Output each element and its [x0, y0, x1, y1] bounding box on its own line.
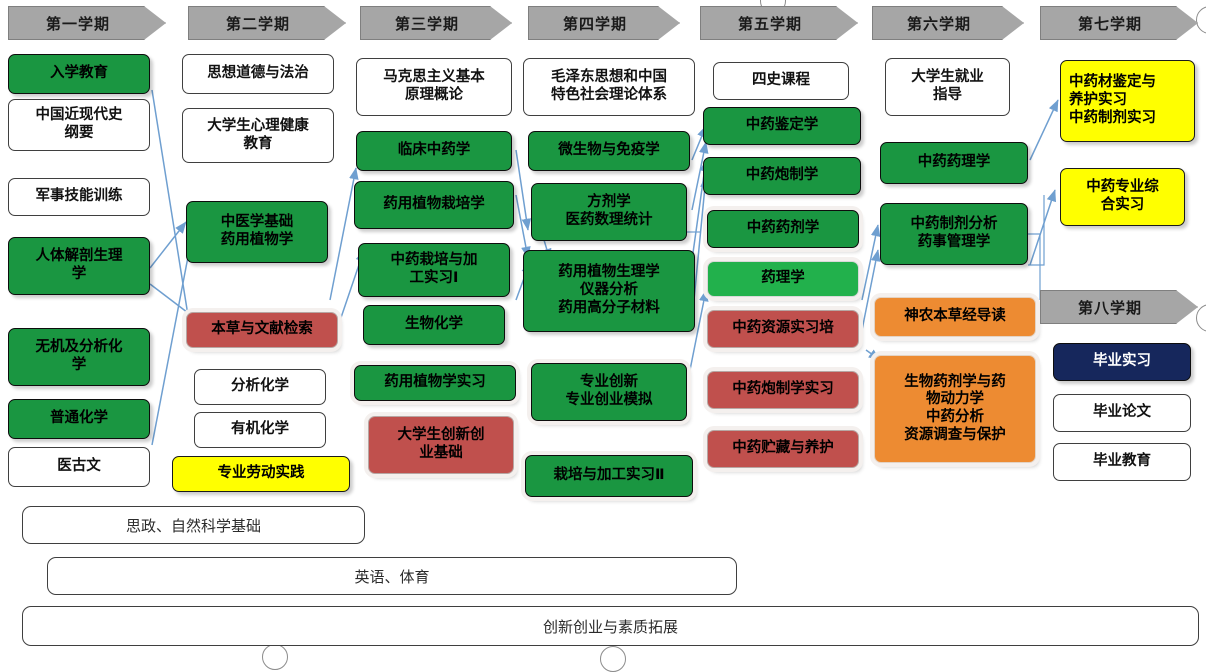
course-box[interactable]: 方剂学 医药数理统计	[531, 183, 687, 241]
course-box[interactable]: 药用植物学实习	[354, 365, 516, 401]
bottom-bar-label: 英语、体育	[354, 567, 430, 586]
decorative-arc-top-right	[1196, 6, 1206, 34]
course-box[interactable]: 中药药剂学	[707, 210, 859, 248]
bottom-bar[interactable]: 创新创业与素质拓展	[22, 606, 1199, 646]
course-box[interactable]: 生物药剂学与药 物动力学 中药分析 资源调查与保护	[874, 355, 1036, 463]
bottom-bar-label: 创新创业与素质拓展	[542, 617, 678, 636]
course-box[interactable]: 药理学	[707, 261, 859, 297]
semester-header-1: 第一学期	[8, 6, 166, 40]
course-box[interactable]: 军事技能训练	[8, 178, 150, 216]
course-box[interactable]: 中药贮藏与养护	[707, 430, 859, 468]
semester-header-4: 第四学期	[528, 6, 680, 40]
semester-header-6: 第六学期	[872, 6, 1024, 40]
course-box[interactable]: 神农本草经导读	[874, 297, 1036, 337]
course-box[interactable]: 四史课程	[713, 62, 849, 100]
course-box[interactable]: 思想道德与法治	[182, 54, 334, 94]
course-box[interactable]: 中药炮制学	[703, 157, 861, 195]
course-box[interactable]: 大学生心理健康 教育	[182, 108, 334, 163]
course-box[interactable]: 中药资源实习培	[707, 310, 859, 348]
course-box[interactable]: 微生物与免疫学	[528, 131, 690, 171]
semester-header-2: 第二学期	[188, 6, 346, 40]
decorative-arc-bottom-right	[600, 646, 626, 672]
course-box[interactable]: 无机及分析化 学	[8, 328, 150, 386]
semester-header-7: 第七学期	[1040, 6, 1198, 40]
course-box[interactable]: 医古文	[8, 447, 150, 487]
course-box[interactable]: 专业创新 专业创业模拟	[531, 363, 687, 421]
course-box[interactable]: 中药栽培与加 工实习Ⅰ	[358, 243, 510, 297]
decorative-arc-bottom-center	[262, 644, 288, 670]
semester-header-8: 第八学期	[1040, 290, 1198, 324]
course-box[interactable]: 药用植物栽培学	[354, 181, 514, 229]
course-box[interactable]: 临床中药学	[356, 131, 512, 171]
course-box[interactable]: 大学生就业 指导	[885, 58, 1010, 116]
course-box[interactable]: 中药制剂分析 药事管理学	[880, 203, 1028, 265]
course-box[interactable]: 中药药理学	[880, 142, 1028, 184]
course-box[interactable]: 药用植物生理学 仪器分析 药用高分子材料	[523, 250, 695, 332]
course-box[interactable]: 专业劳动实践	[172, 456, 350, 492]
course-box[interactable]: 毕业教育	[1053, 443, 1191, 481]
course-box[interactable]: 中药材鉴定与 养护实习 中药制剂实习	[1060, 60, 1195, 142]
course-box[interactable]: 中国近现代史 纲要	[8, 99, 150, 151]
course-box[interactable]: 大学生创新创 业基础	[368, 416, 514, 474]
course-box[interactable]: 生物化学	[363, 305, 505, 345]
course-box[interactable]: 中药专业综 合实习	[1060, 168, 1185, 226]
bottom-bar[interactable]: 英语、体育	[47, 557, 737, 595]
course-box[interactable]: 中药鉴定学	[703, 107, 861, 145]
bottom-bar[interactable]: 思政、自然科学基础	[22, 506, 365, 544]
course-box[interactable]: 普通化学	[8, 399, 150, 439]
course-box[interactable]: 入学教育	[8, 54, 150, 94]
semester-header-3: 第三学期	[360, 6, 512, 40]
course-box[interactable]: 毛泽东思想和中国 特色社会理论体系	[523, 58, 695, 116]
course-box[interactable]: 分析化学	[194, 369, 326, 405]
course-box[interactable]: 马克思主义基本 原理概论	[356, 58, 512, 116]
course-box[interactable]: 人体解剖生理 学	[8, 237, 150, 295]
course-box[interactable]: 中医学基础 药用植物学	[186, 201, 328, 263]
course-box[interactable]: 中药炮制学实习	[707, 371, 859, 409]
curriculum-flowchart: 第一学期 第二学期 第三学期 第四学期 第五学期 第六学期 第七学期 第八学期 …	[8, 0, 1206, 672]
course-box[interactable]: 栽培与加工实习Ⅱ	[525, 455, 693, 497]
bottom-bar-label: 思政、自然科学基础	[125, 516, 261, 535]
semester-header-5: 第五学期	[700, 6, 858, 40]
course-box[interactable]: 本草与文献检索	[186, 312, 338, 348]
course-box[interactable]: 毕业论文	[1053, 394, 1191, 432]
course-box[interactable]: 毕业实习	[1053, 343, 1191, 381]
decorative-arc-mid-right	[1196, 304, 1206, 332]
course-box[interactable]: 有机化学	[194, 412, 326, 448]
